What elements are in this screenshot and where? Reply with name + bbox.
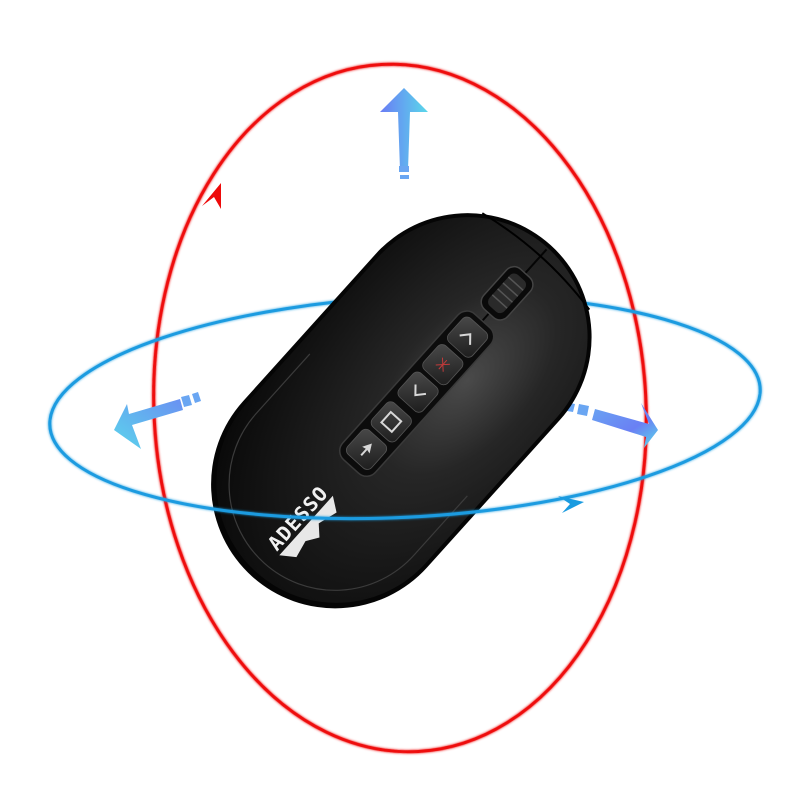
cursor-arrow-icon (360, 443, 372, 457)
page-up-button[interactable] (445, 315, 490, 360)
air-mouse: ADESSO (211, 212, 592, 609)
vertical-orbit (152, 62, 648, 754)
motion-arrow-left-icon (114, 392, 201, 449)
orbit-direction-arrow-icon (202, 183, 221, 209)
orbit-direction-arrow-icon (558, 496, 584, 513)
scroll-wheel[interactable] (477, 263, 537, 325)
laser-button[interactable] (420, 342, 465, 387)
cursor-button[interactable] (344, 427, 389, 472)
motion-arrow-right-icon (567, 403, 658, 448)
laser-icon (435, 357, 450, 372)
blank-screen-button[interactable] (369, 399, 414, 444)
horizontal-orbit-front (48, 393, 762, 521)
motion-arrow-up-icon (380, 88, 428, 179)
page-down-button[interactable] (395, 370, 440, 415)
chevron-down-icon (414, 384, 427, 397)
square-icon (379, 410, 403, 434)
chevron-up-icon (459, 333, 472, 345)
